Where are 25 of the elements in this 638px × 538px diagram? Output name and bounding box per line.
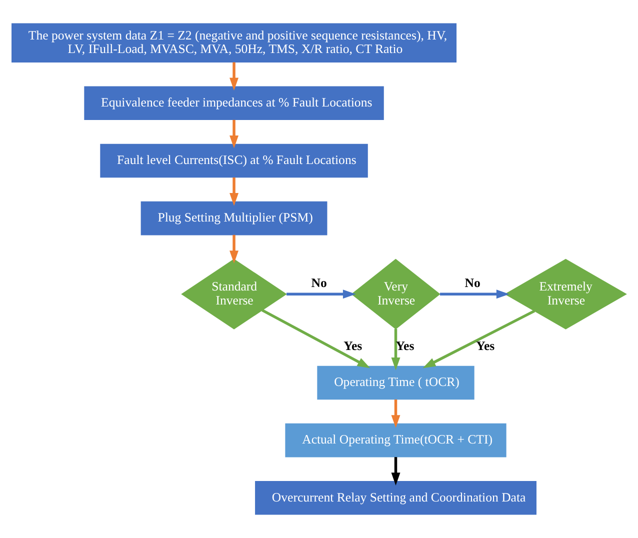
node-box: Plug Setting Multiplier (PSM) <box>140 201 328 236</box>
node-box: The power system data Z1 = Z2 (negative and positive sequence resistances), HV, LV, IFull-Load, MVASC, MVA, 50Hz, TMS, X/R ratio, CT Ratio <box>12 23 457 62</box>
edge-label: Yes <box>476 339 495 354</box>
node-box: Equivalence feeder impedances at % Fault Locations <box>84 86 384 120</box>
node-box: Actual Operating Time(tOCR + CTI) <box>285 423 506 458</box>
edge-label: No <box>464 276 480 290</box>
arrow <box>262 308 370 368</box>
arrow <box>230 62 239 91</box>
arrow <box>391 328 400 370</box>
node-diamond: Very Inverse <box>351 258 440 330</box>
arrow <box>230 120 239 148</box>
arrow <box>391 457 400 486</box>
edge-label: Yes <box>344 339 362 354</box>
node-diamond: Standard Inverse <box>181 258 287 330</box>
node-box: Overcurrent Relay Setting and Coordination Data <box>255 481 536 515</box>
node-diamond: Extremely Inverse <box>504 258 627 330</box>
arrow <box>230 234 239 264</box>
arrow <box>440 290 510 299</box>
arrow <box>286 290 356 299</box>
node-box: Fault level Currents(ISC) at % Fault Locations <box>100 144 368 178</box>
edge-label: No <box>311 276 327 290</box>
node-box: Operating Time ( tOCR) <box>317 366 474 400</box>
arrow <box>422 310 536 368</box>
arrow <box>391 400 400 428</box>
arrow <box>230 177 239 206</box>
